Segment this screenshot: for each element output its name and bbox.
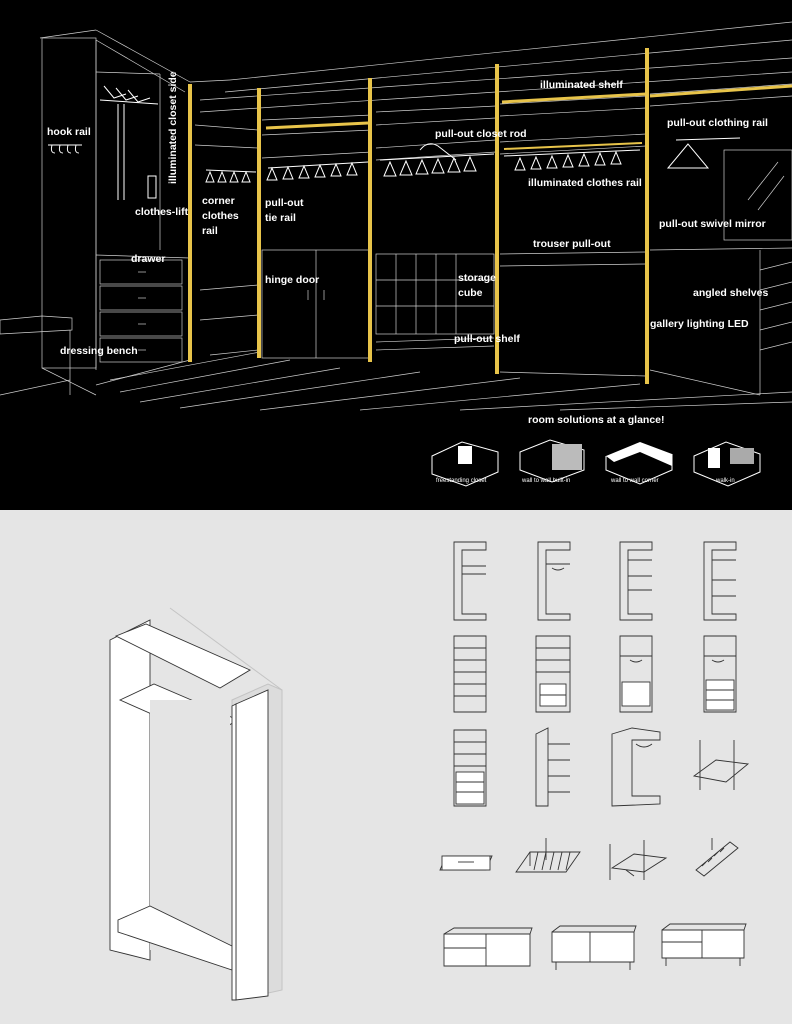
- module-r2-2: [535, 635, 571, 713]
- module-r2-1: [453, 635, 487, 713]
- exploded-cabinet-frame: [109, 607, 283, 1001]
- label-pull-out-clothing-rail: pull-out clothing rail: [667, 117, 768, 129]
- module-r1-1: [453, 541, 487, 621]
- label-pull-out-swivel-mirror: pull-out swivel mirror: [659, 218, 766, 230]
- room-solution-label-2: wall to wall built-in: [521, 478, 570, 484]
- room-solution-freestanding: freestanding closet: [431, 441, 499, 487]
- corner-clothes-rail-hangers: [205, 169, 257, 183]
- module-r4-3: [609, 840, 668, 880]
- label-hook-rail: hook rail: [47, 126, 91, 138]
- room-solution-wall-to-wall-built-in: wall to wall built-in: [519, 439, 585, 484]
- label-illuminated-clothes-rail: illuminated clothes rail: [528, 177, 642, 189]
- label-corner-rail-1: corner: [202, 195, 235, 207]
- label-tie-rail-2: tie rail: [265, 212, 296, 224]
- module-r1-4: [703, 541, 737, 621]
- label-illuminated-closet-side: illuminated closet side: [167, 71, 179, 184]
- label-gallery-lighting-led: gallery lighting LED: [650, 318, 749, 330]
- label-dressing-bench: dressing bench: [60, 345, 138, 357]
- module-grid: [439, 541, 750, 970]
- module-r5-2: [551, 925, 637, 970]
- module-r3-3: [611, 727, 661, 807]
- module-r4-2: [515, 838, 581, 873]
- module-r2-3: [619, 635, 653, 713]
- room-solution-label-4: walk-in: [715, 478, 735, 484]
- label-angled-shelves: angled shelves: [693, 287, 768, 299]
- label-pull-out-closet-rod: pull-out closet rod: [435, 128, 527, 140]
- hook-rail-icon: [48, 144, 82, 154]
- room-solutions-row: freestanding closet wall to wall built-i…: [431, 439, 761, 487]
- label-corner-rail-2: clothes: [202, 210, 239, 222]
- pull-out-clothing-rail-icon: [666, 137, 741, 169]
- label-corner-rail-3: rail: [202, 225, 218, 237]
- room-solution-wall-to-wall-corner: wall to wall corner: [605, 442, 673, 485]
- room-solution-walk-in: walk-in: [693, 441, 761, 487]
- middle-rail-hangers: [266, 161, 369, 181]
- illuminated-clothes-rail-hangers: [503, 149, 641, 171]
- label-room-solutions: room solutions at a glance!: [528, 414, 665, 426]
- label-clothes-lift: clothes-lift: [135, 206, 189, 218]
- module-r4-1: [439, 855, 493, 871]
- room-solution-label-3: wall to wall corner: [610, 478, 659, 484]
- led-strips: [188, 48, 792, 384]
- room-solution-label-1: freestanding closet: [436, 478, 487, 484]
- module-r1-2: [537, 541, 571, 621]
- module-r3-1: [453, 729, 487, 807]
- module-r1-3: [619, 541, 653, 621]
- module-r5-1: [443, 927, 533, 967]
- label-tie-rail-1: pull-out: [265, 197, 304, 209]
- label-trouser-pull-out: trouser pull-out: [533, 238, 611, 250]
- label-pull-out-shelf: pull-out shelf: [454, 333, 520, 345]
- label-hinge-door: hinge door: [265, 274, 319, 286]
- module-r5-3: [661, 923, 747, 966]
- module-r4-4: [695, 838, 739, 877]
- module-r3-2: [535, 727, 570, 807]
- label-storage-cube-1: storage: [458, 272, 496, 284]
- module-r3-4: [692, 740, 750, 790]
- module-r2-4: [703, 635, 737, 713]
- label-storage-cube-2: cube: [458, 287, 483, 299]
- pull-out-closet-rod-hangers: [379, 143, 495, 177]
- label-illuminated-shelf: illuminated shelf: [540, 79, 623, 91]
- walk-in-closet-illustration: hook rail illuminated closet side clothe…: [0, 21, 792, 426]
- clothes-lift-icon: [99, 85, 159, 200]
- label-drawer: drawer: [131, 253, 165, 265]
